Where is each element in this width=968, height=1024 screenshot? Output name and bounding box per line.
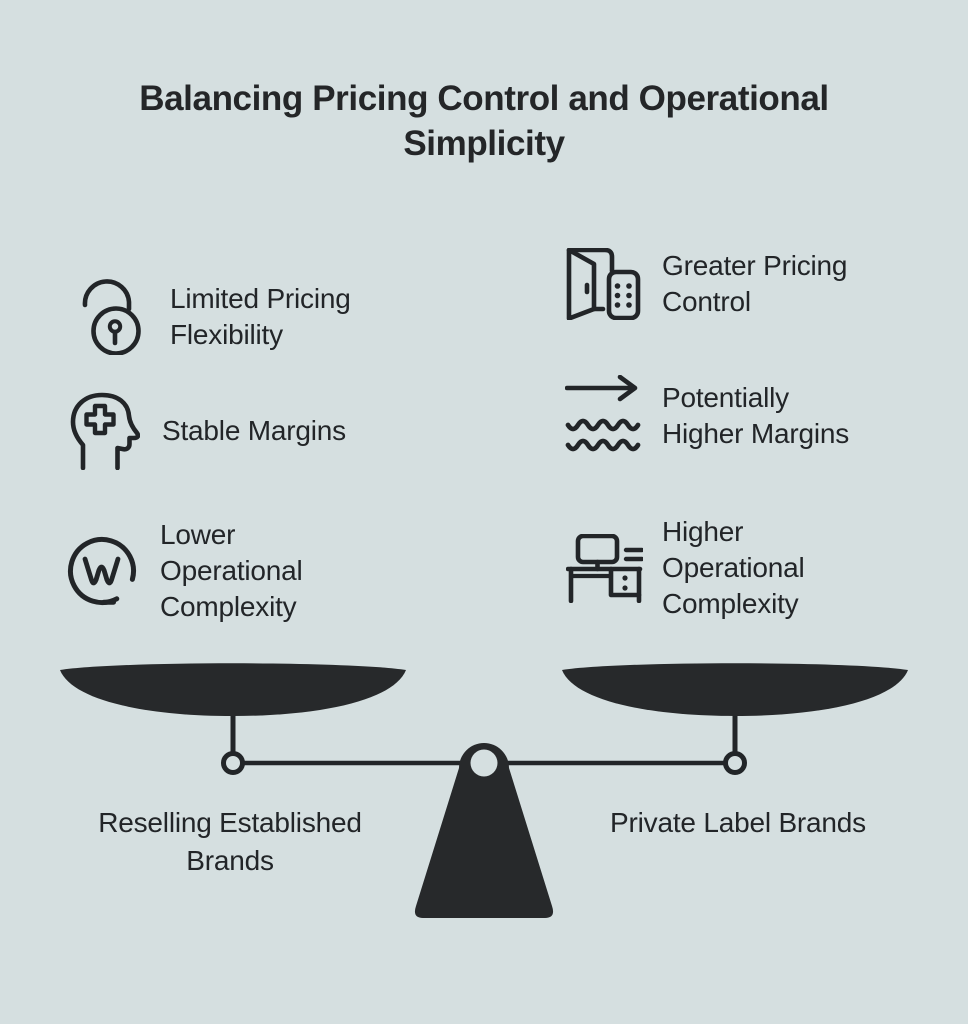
left-pan-label: Reselling Established Brands (98, 807, 362, 876)
unlocked-padlock-icon (70, 275, 154, 359)
left-pan (60, 663, 406, 716)
feature-stable-margins: Stable Margins (62, 389, 346, 473)
feature-limited-pricing-flexibility: Limited Pricing Flexibility (70, 275, 351, 359)
fulcrum (414, 743, 554, 918)
feature-label: Limited Pricing Flexibility (170, 283, 351, 350)
feature-label: Higher Operational Complexity (662, 516, 805, 619)
w-in-circle-icon (60, 529, 144, 613)
right-beam-ring (723, 751, 747, 775)
head-with-cross-icon (62, 389, 146, 473)
feature-higher-operational-complexity: Higher Operational Complexity (562, 514, 805, 622)
desk-workstation-icon (562, 526, 646, 610)
feature-label: Lower Operational Complexity (160, 519, 303, 622)
feature-label: Greater Pricing Control (662, 250, 848, 317)
page-title: Balancing Pricing Control and Operationa… (139, 79, 829, 163)
left-beam-ring (221, 751, 245, 775)
right-pan (562, 663, 908, 716)
feature-potentially-higher-margins: Potentially Higher Margins (562, 374, 849, 458)
open-door-keypad-icon (562, 242, 646, 326)
arrow-over-waves-icon (562, 374, 646, 458)
feature-lower-operational-complexity: Lower Operational Complexity (60, 517, 303, 625)
fulcrum-hole (470, 749, 498, 777)
right-pan-label: Private Label Brands (610, 807, 866, 838)
feature-greater-pricing-control: Greater Pricing Control (562, 242, 847, 326)
feature-label: Potentially Higher Margins (662, 382, 850, 449)
feature-label: Stable Margins (162, 415, 346, 446)
